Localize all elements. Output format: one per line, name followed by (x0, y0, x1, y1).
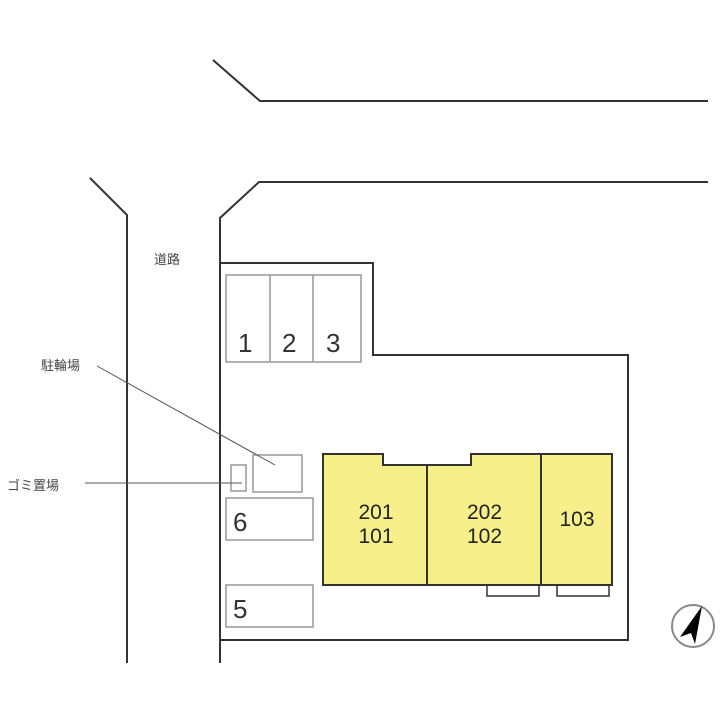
bicycle-parking-area (252, 454, 303, 493)
parking-number-6: 6 (233, 507, 248, 537)
unit-number: 103 (559, 508, 595, 531)
parking-space-6 (225, 497, 314, 541)
bicycle-parking-label: 駐輪場 (41, 359, 81, 374)
property-boundary (220, 262, 629, 641)
parking-spaces-1-3 (225, 274, 362, 363)
parking-number-1: 1 (238, 328, 253, 358)
parking-number-5: 5 (233, 594, 248, 624)
unit-lower-number: 101 (358, 525, 394, 548)
garbage-area (230, 464, 247, 492)
road-edge-lower (219, 181, 708, 663)
building (322, 453, 613, 586)
parking-space-5 (225, 584, 314, 628)
unit-lower-number: 102 (466, 525, 503, 548)
bicycle-leader-line (96, 365, 276, 466)
road-label: 道路 (154, 253, 181, 268)
unit-upper-number: 201 (358, 501, 394, 524)
unit-201-101: 201 101 (325, 466, 427, 584)
unit-103: 103 (542, 455, 612, 585)
unit-202-102: 202 102 (428, 466, 541, 584)
unit-upper-number: 202 (466, 501, 503, 524)
step-2 (556, 584, 610, 597)
garbage-area-label: ゴミ置場 (7, 479, 60, 494)
road-edge-top (212, 59, 708, 102)
north-arrow-icon (671, 604, 715, 648)
parking-number-2: 2 (282, 328, 297, 358)
parking-number-3: 3 (326, 328, 341, 358)
step-1 (486, 584, 540, 597)
road-edge-left (89, 177, 128, 663)
